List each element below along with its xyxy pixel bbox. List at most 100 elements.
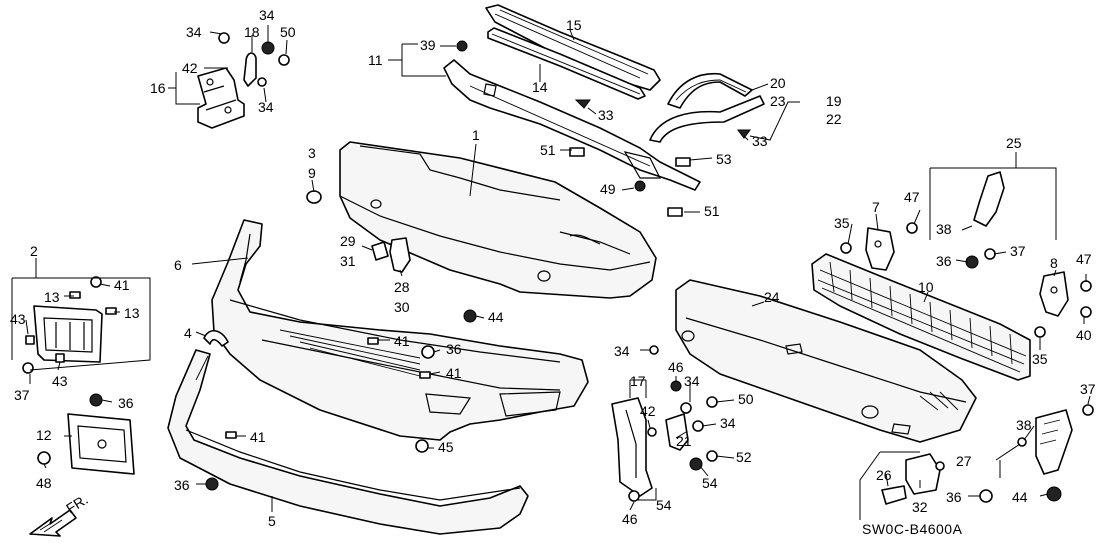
bumper-cover-upper <box>339 141 657 299</box>
upper-beam <box>443 59 701 191</box>
callout-38: 38 <box>1016 417 1032 433</box>
callout-25: 25 <box>1006 135 1022 151</box>
callout-51: 51 <box>704 203 720 219</box>
stay-21 <box>665 413 689 451</box>
callout-31: 31 <box>340 253 356 269</box>
callout-21: 21 <box>676 433 692 449</box>
callout-42: 42 <box>640 403 656 419</box>
callout-13: 13 <box>44 289 60 305</box>
callout-22: 22 <box>826 111 842 127</box>
callout-17: 17 <box>630 373 646 389</box>
callout-9: 9 <box>308 165 316 181</box>
callout-43: 43 <box>52 373 68 389</box>
callout-30: 30 <box>394 299 410 315</box>
clip-4 <box>203 330 229 347</box>
lower-spoiler <box>167 349 529 535</box>
callout-28: 28 <box>394 279 410 295</box>
seal-strip <box>487 27 646 100</box>
callout-34: 34 <box>684 373 700 389</box>
callout-49: 49 <box>600 181 616 197</box>
callout-41: 41 <box>446 365 462 381</box>
callout-36: 36 <box>174 477 190 493</box>
bracket-27 <box>1035 409 1073 475</box>
callout-24: 24 <box>764 289 780 305</box>
callout-42: 42 <box>182 60 198 76</box>
callout-43: 43 <box>10 311 26 327</box>
callout-labels: 34 18 34 50 42 16 34 15 39 11 14 33 20 2… <box>10 7 1096 537</box>
callout-54: 54 <box>656 497 672 513</box>
callout-6: 6 <box>174 257 182 273</box>
piece-32 <box>905 453 941 495</box>
callout-32: 32 <box>912 499 928 515</box>
callout-52: 52 <box>736 449 752 465</box>
callout-3: 3 <box>308 145 316 161</box>
callout-36: 36 <box>446 341 462 357</box>
callout-44: 44 <box>1012 489 1028 505</box>
callout-15: 15 <box>566 17 582 33</box>
bracket-25 <box>973 171 1005 227</box>
callout-33: 33 <box>752 133 768 149</box>
callout-4: 4 <box>184 325 192 341</box>
side-bracket <box>611 397 653 497</box>
callout-10: 10 <box>918 279 934 295</box>
callout-45: 45 <box>438 439 454 455</box>
callout-16: 16 <box>150 80 166 96</box>
callout-46: 46 <box>668 359 684 375</box>
callout-26: 26 <box>876 467 892 483</box>
callout-46: 46 <box>622 511 638 527</box>
bumper-cover-lower <box>675 279 977 443</box>
callout-47: 47 <box>904 189 920 205</box>
callout-37: 37 <box>14 387 30 403</box>
bracket-16 <box>197 67 245 129</box>
callout-37: 37 <box>1080 381 1096 397</box>
callout-23: 23 <box>770 93 786 109</box>
callout-12: 12 <box>36 427 52 443</box>
callout-2: 2 <box>30 243 38 259</box>
callout-27: 27 <box>956 453 972 469</box>
callout-5: 5 <box>268 513 276 529</box>
bracket-28-30 <box>389 237 411 273</box>
callout-48: 48 <box>36 475 52 491</box>
callout-36: 36 <box>936 253 952 269</box>
callout-51: 51 <box>540 142 556 158</box>
bracket-29-31 <box>371 241 389 261</box>
callout-44: 44 <box>488 309 504 325</box>
callout-41: 41 <box>114 277 130 293</box>
callout-39: 39 <box>420 37 436 53</box>
callout-50: 50 <box>280 24 296 40</box>
callout-36: 36 <box>946 489 962 505</box>
bracket-18 <box>243 52 257 87</box>
bracket-8 <box>1039 271 1069 317</box>
callout-18: 18 <box>244 24 260 40</box>
callout-34: 34 <box>614 343 630 359</box>
bumper-frame <box>211 219 589 441</box>
arch-trim-lower <box>649 95 765 143</box>
callout-38: 38 <box>936 221 952 237</box>
callout-53: 53 <box>716 151 732 167</box>
license-frame <box>33 305 103 363</box>
callout-35: 35 <box>1032 351 1048 367</box>
callout-29: 29 <box>340 233 356 249</box>
callout-34: 34 <box>259 7 275 23</box>
arch-trim-upper <box>667 72 753 109</box>
callout-54: 54 <box>702 475 718 491</box>
callout-35: 35 <box>834 215 850 231</box>
callout-1: 1 <box>472 127 480 143</box>
callout-20: 20 <box>770 75 786 91</box>
front-direction-arrow-icon <box>29 509 77 537</box>
clip-9 <box>306 190 322 204</box>
callout-33: 33 <box>598 107 614 123</box>
callout-34: 34 <box>720 415 736 431</box>
callout-34: 34 <box>258 99 274 115</box>
callout-8: 8 <box>1050 255 1058 271</box>
callout-13: 13 <box>124 305 140 321</box>
callout-11: 11 <box>368 52 383 68</box>
callout-19: 19 <box>826 93 842 109</box>
callout-34: 34 <box>186 24 202 40</box>
callout-14: 14 <box>532 79 548 95</box>
callout-41: 41 <box>250 429 266 445</box>
callout-37: 37 <box>1010 243 1026 259</box>
leader-lines <box>11 25 1091 520</box>
